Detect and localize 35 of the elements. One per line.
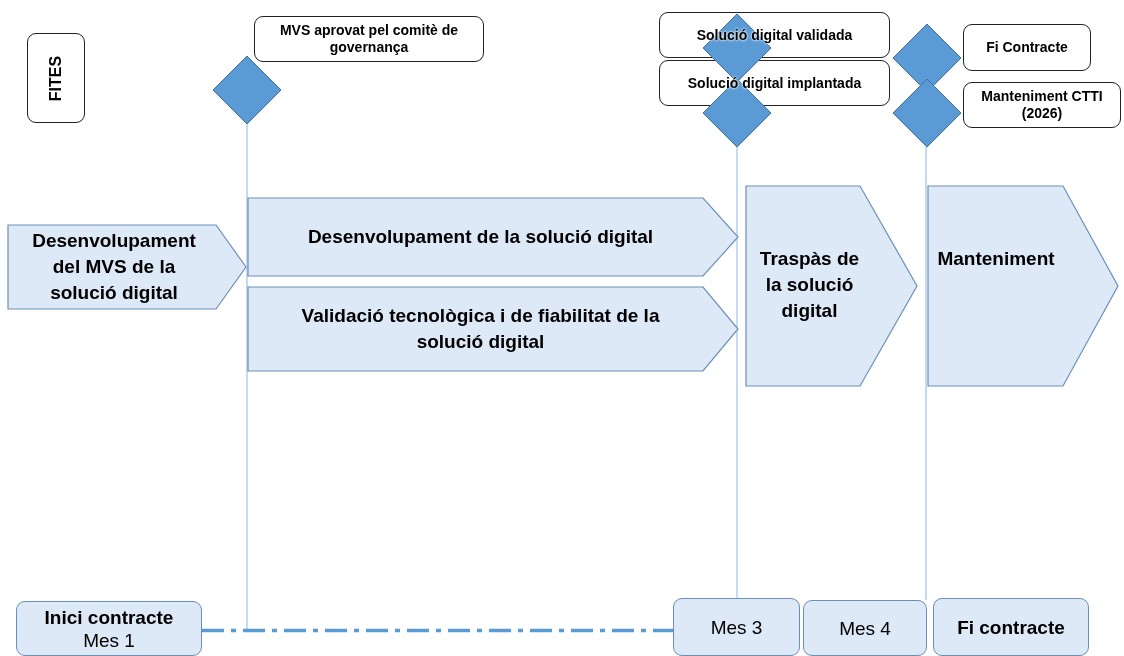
dash-dot-line [202, 628, 673, 633]
phase-label: Manteniment [937, 247, 1055, 271]
box [27, 33, 85, 123]
milestone-diamond [893, 79, 961, 147]
month-label: Mes 3 [710, 615, 763, 639]
milestone-label: Manteniment CTTI (2026) [980, 88, 1104, 122]
milestone-diamond [213, 56, 281, 124]
phase-label: Desenvolupament del MVS de la solució digital [31, 229, 197, 305]
milestone-label: MVS aprovat pel comitè de governança [278, 22, 460, 56]
box [803, 600, 927, 656]
phase-label: Traspàs de la solució digital [758, 247, 861, 323]
box [746, 186, 917, 386]
box [254, 16, 484, 62]
milestone-label: Inici contracte [44, 605, 174, 629]
milestone-label: Fi Contracte [986, 39, 1068, 56]
month-label: Fi contracte [957, 615, 1065, 639]
month-label: Mes 4 [839, 616, 891, 640]
phase-label: Validació tecnològica i de fiabilitat de la solució digital [300, 304, 661, 354]
box [963, 24, 1091, 71]
month-label: Mes 1 [83, 628, 135, 652]
box [248, 198, 738, 276]
connector-line [925, 146, 927, 601]
box [673, 598, 800, 656]
box [8, 225, 246, 309]
box [659, 12, 890, 58]
box [659, 60, 890, 106]
section-label: FITES [47, 55, 65, 101]
box [933, 598, 1089, 656]
box [248, 287, 738, 371]
phase-label: Desenvolupament de la solució digital [307, 225, 654, 249]
box [928, 186, 1118, 386]
connector-line [246, 123, 248, 631]
box [16, 601, 202, 656]
connector-line [736, 146, 738, 599]
box [963, 82, 1121, 128]
